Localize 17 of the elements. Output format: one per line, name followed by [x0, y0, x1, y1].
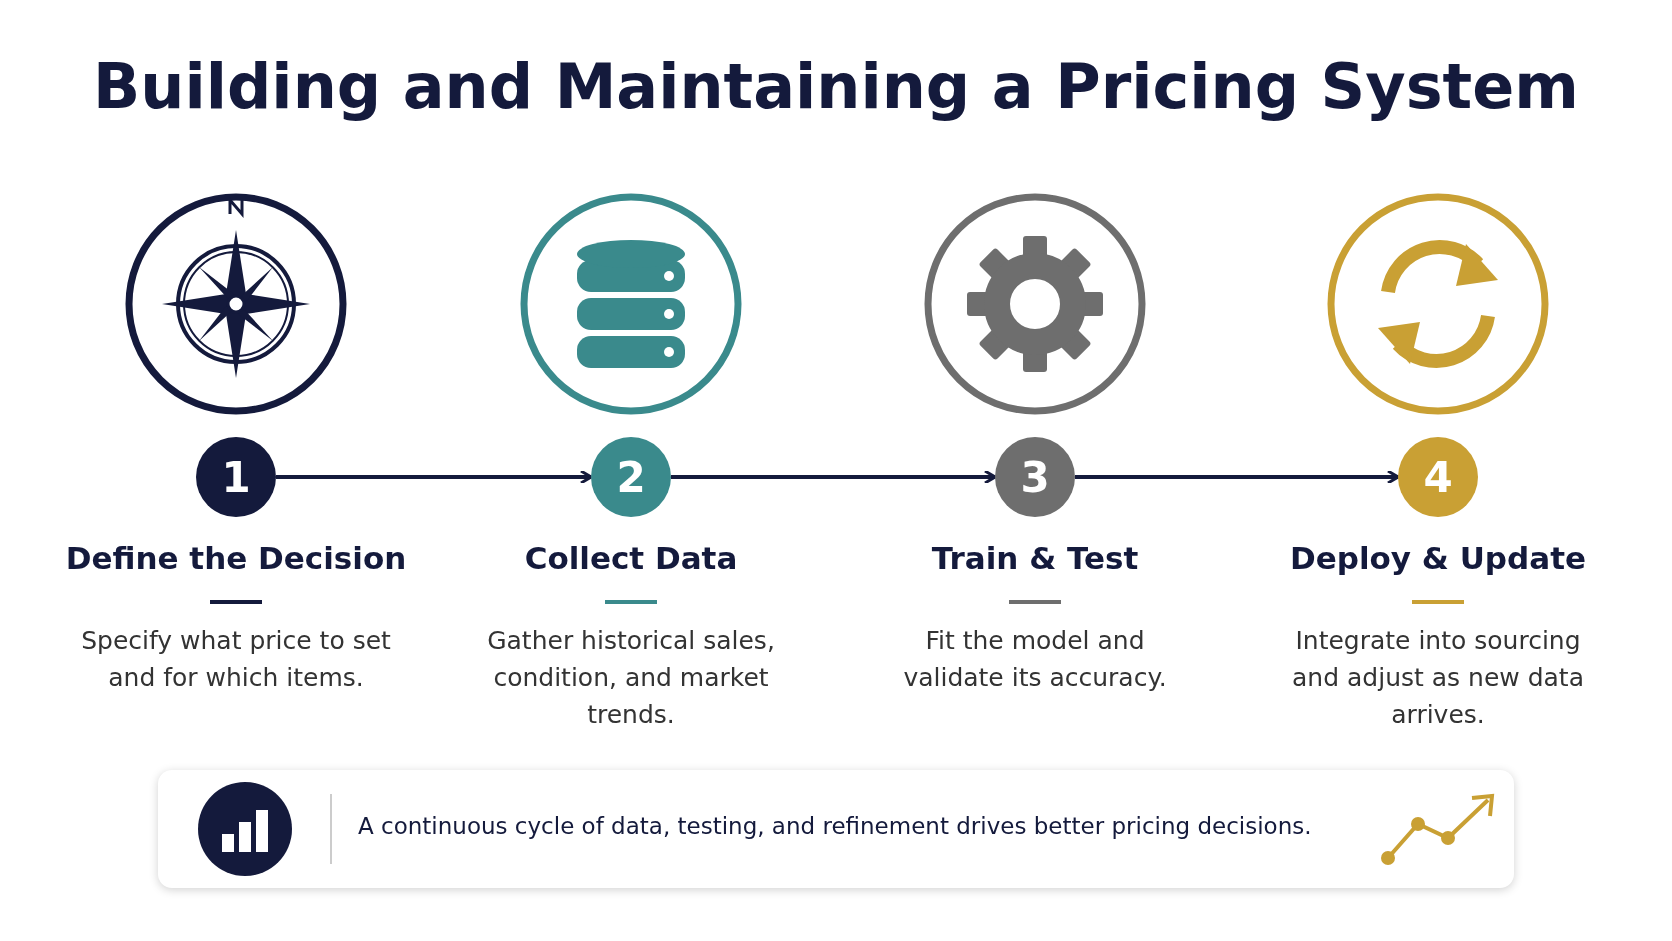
step-number-circle: 1	[196, 437, 276, 517]
step-number-circle: 4	[1398, 437, 1478, 517]
step-description: Fit the model and validate its accuracy.	[902, 625, 1168, 694]
arrow	[671, 469, 997, 485]
step-heading: Train & Test	[930, 540, 1140, 576]
step-description: Gather historical sales, condition, and market trends.	[486, 625, 776, 731]
step-number-circle: 2	[591, 437, 671, 517]
title: Building and Maintaining a Pricing System	[92, 50, 1580, 123]
arrow	[1075, 469, 1400, 485]
step-description: Specify what price to set and for which items.	[80, 625, 392, 694]
step-heading: Collect Data	[523, 540, 739, 576]
step-number-circle: 3	[995, 437, 1075, 517]
step-heading: Define the Decision	[64, 540, 408, 576]
summary-text: A continuous cycle of data, testing, and refinement drives better pricing decisions.	[358, 813, 1312, 839]
step-heading: Deploy & Update	[1289, 540, 1587, 576]
step-description: Integrate into sourcing and adjust as new data arrives.	[1291, 625, 1585, 731]
arrow	[276, 469, 593, 485]
